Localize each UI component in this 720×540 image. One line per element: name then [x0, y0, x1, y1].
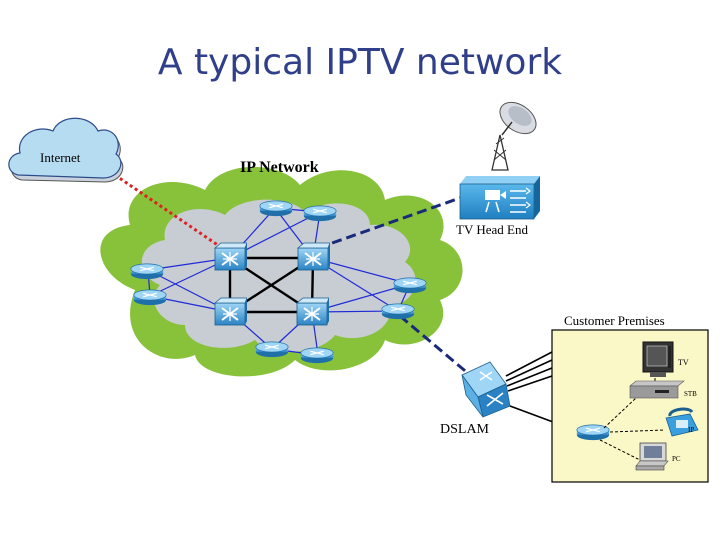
head-end-link — [317, 196, 461, 250]
router-icon — [259, 200, 293, 217]
ip-phone-label: IP — [688, 426, 694, 434]
pc-label: PC — [672, 455, 681, 463]
dslam-link — [399, 314, 471, 377]
router-icon — [255, 341, 289, 358]
slide-title: A typical IPTV network — [157, 42, 563, 83]
router-icon — [133, 289, 167, 306]
customer-premises-box — [551, 329, 709, 483]
tv-head-end-icon — [459, 176, 540, 220]
tv-icon — [642, 341, 674, 377]
internet-label: Internet — [40, 150, 81, 165]
satellite-dish-icon — [491, 101, 537, 171]
router-icon — [381, 303, 415, 320]
pc-icon — [635, 442, 669, 471]
dslam-label: DSLAM — [440, 422, 490, 437]
router-icon — [300, 347, 334, 364]
ip-network-label: IP Network — [240, 159, 319, 176]
customer-premises-label: Customer Premises — [564, 313, 665, 328]
router-icon — [130, 263, 164, 280]
core-switch-icon — [296, 297, 329, 326]
premises-links — [599, 378, 666, 461]
router-icon — [393, 277, 427, 294]
core-switch-icon — [214, 297, 247, 326]
tv-label: TV — [678, 358, 689, 367]
stb-label: STB — [684, 390, 697, 398]
router-icon — [303, 205, 337, 222]
set-top-box-icon — [629, 380, 685, 399]
internet-cloud-icon — [8, 117, 124, 183]
dslam-icon — [461, 361, 511, 418]
tv-head-end-label: TV Head End — [456, 222, 528, 237]
internet-link — [114, 173, 226, 252]
core-switch-icon — [214, 242, 247, 271]
core-switch-icon — [297, 242, 330, 271]
ip-phone-icon — [665, 407, 699, 437]
